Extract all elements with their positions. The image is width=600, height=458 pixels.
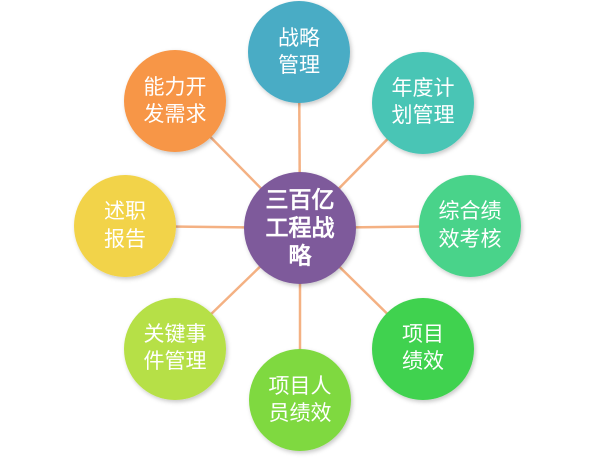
center-label-line-1: 三百亿 <box>266 188 335 214</box>
node-strategy-management: 战略 管理 <box>248 1 350 103</box>
node-label-line-2: 管理 <box>278 53 320 77</box>
node-circle <box>249 349 351 451</box>
node-label-line-1: 关键事 <box>144 322 207 346</box>
node-label-line-2: 效考核 <box>439 227 502 251</box>
center-node: 三百亿 工程战 略 <box>244 172 356 284</box>
node-comprehensive-performance: 综合绩 效考核 <box>419 175 521 277</box>
node-circle <box>124 50 226 152</box>
node-label-line-2: 件管理 <box>144 349 207 373</box>
node-label-line-2: 发需求 <box>144 102 207 126</box>
node-circle <box>419 175 521 277</box>
center-circle <box>244 172 356 284</box>
node-label-line-1: 项目人 <box>269 374 332 398</box>
node-circle <box>248 1 350 103</box>
node-label-line-1: 年度计 <box>392 76 455 100</box>
node-project-staff-performance: 项目人 员绩效 <box>249 349 351 451</box>
node-key-event-management: 关键事 件管理 <box>124 298 226 400</box>
center-label-line-3: 略 <box>289 243 313 270</box>
node-label-line-2: 报告 <box>104 227 146 251</box>
node-label-line-2: 划管理 <box>392 103 455 127</box>
node-debriefing-report: 述职 报告 <box>74 175 176 277</box>
node-label-line-1: 项目 <box>402 322 444 346</box>
node-annual-plan-management: 年度计 划管理 <box>372 52 474 154</box>
node-label-line-2: 员绩效 <box>269 401 332 425</box>
node-capability-development-needs: 能力开 发需求 <box>124 50 226 152</box>
node-label-line-1: 综合绩 <box>439 199 502 223</box>
center-label-line-2: 工程战 <box>266 216 335 242</box>
node-project-performance: 项目 绩效 <box>372 298 474 400</box>
node-label-line-1: 能力开 <box>144 75 207 99</box>
node-circle <box>74 175 176 277</box>
node-circle <box>372 298 474 400</box>
node-circle <box>372 52 474 154</box>
node-label-line-2: 绩效 <box>402 349 444 373</box>
node-label-line-1: 述职 <box>104 199 146 223</box>
node-circle <box>124 298 226 400</box>
node-label-line-1: 战略 <box>278 26 320 50</box>
